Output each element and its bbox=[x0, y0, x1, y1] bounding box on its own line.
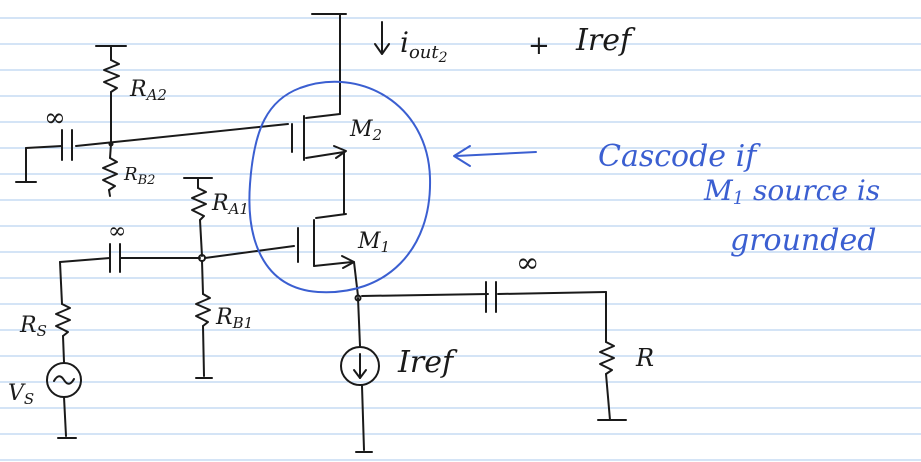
output-current-arrow bbox=[374, 21, 390, 55]
m1-gate-cap bbox=[46, 243, 201, 439]
cap-right-infinity: ∞ bbox=[516, 246, 539, 279]
m1-source-node bbox=[357, 281, 607, 347]
plus-sign: + bbox=[528, 31, 550, 61]
load-r-label: R bbox=[635, 344, 654, 372]
m2-label: M2 bbox=[349, 117, 382, 144]
cap-mid-infinity: ∞ bbox=[108, 219, 126, 244]
m1-transistor bbox=[297, 213, 362, 302]
ruled-lines bbox=[0, 17, 921, 461]
cap-top-infinity: ∞ bbox=[44, 103, 66, 133]
annotation-arrow bbox=[453, 145, 537, 167]
rb1-label: RB1 bbox=[215, 305, 253, 332]
annotation-line-1: Cascode if bbox=[598, 139, 761, 174]
annotation-line-2: M1 source is bbox=[703, 174, 880, 209]
m2-gate-bias bbox=[75, 45, 289, 197]
rb2-label: RB2 bbox=[123, 164, 155, 188]
iref-current-source bbox=[340, 346, 380, 453]
rs-label: RS bbox=[19, 313, 47, 340]
m1-gate-bias bbox=[183, 177, 295, 379]
ra1-label: RA1 bbox=[211, 191, 249, 218]
iref-top-label: Iref bbox=[575, 23, 636, 58]
load-resistor bbox=[597, 341, 627, 421]
iout-label: iout2 bbox=[400, 26, 448, 66]
m1-label: M1 bbox=[357, 229, 390, 256]
m2-transistor bbox=[291, 113, 347, 215]
m2-drain-supply bbox=[311, 13, 347, 115]
vs-label: VS bbox=[8, 381, 34, 408]
iref-bottom-label: Iref bbox=[397, 345, 458, 380]
ra2-label: RA2 bbox=[129, 77, 167, 104]
annotation-line-3: grounded bbox=[730, 223, 876, 258]
m2-gate-cap bbox=[15, 129, 73, 183]
cascode-highlight bbox=[248, 80, 432, 294]
